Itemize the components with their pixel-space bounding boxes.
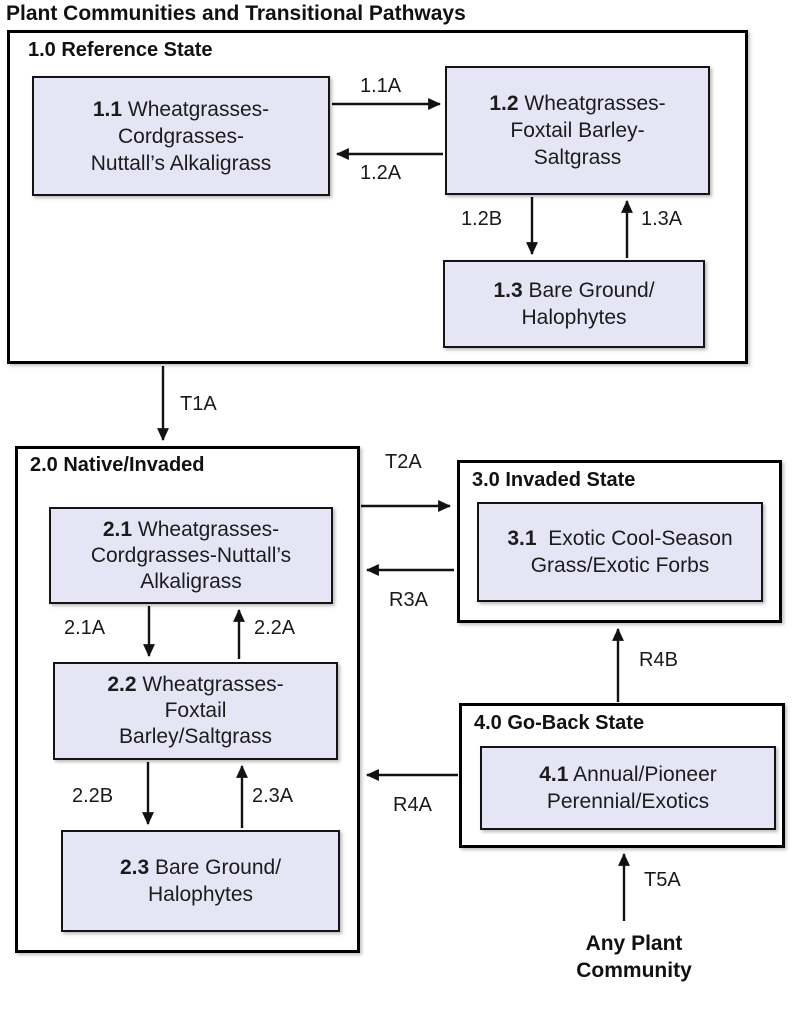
community-line: Nuttall’s Alkaligrass bbox=[90, 151, 272, 175]
community-line: 2.2 Wheatgrasses- bbox=[55, 672, 336, 698]
pathway-label-T1A: T1A bbox=[180, 393, 217, 415]
community-line: Alkaligrass bbox=[140, 569, 242, 593]
community-id: 1.1 bbox=[92, 97, 123, 121]
community-text: Bare Ground/ bbox=[149, 856, 282, 879]
pathway-label-2-2B: 2.2B bbox=[72, 785, 114, 807]
community-text: Wheatgrasses- bbox=[136, 673, 284, 696]
community-text: Exotic Cool-Season bbox=[536, 527, 733, 550]
state-box-2-0-native-invaded: 2.0 Native/Invaded 2.1 Wheatgrasses- Cor… bbox=[15, 446, 360, 953]
any-plant-line1: Any Plant bbox=[585, 932, 683, 955]
state-box-4-0-go-back-state: 4.0 Go-Back State 4.1 Annual/Pioneer Per… bbox=[459, 703, 785, 848]
community-box-2-3: 2.3 Bare Ground/ Halophytes bbox=[61, 830, 340, 932]
diagram-title: Plant Communities and Transitional Pathw… bbox=[6, 2, 466, 25]
any-plant-community-label: Any Plant Community bbox=[558, 930, 710, 984]
any-plant-line2: Community bbox=[576, 959, 692, 982]
community-box-1-3: 1.3 Bare Ground/ Halophytes bbox=[443, 260, 705, 348]
community-text: Bare Ground/ bbox=[522, 279, 655, 302]
community-line: Halophytes bbox=[521, 306, 627, 329]
state-box-3-0-invaded-state: 3.0 Invaded State 3.1 Exotic Cool-Season… bbox=[457, 460, 782, 623]
community-line: Halophytes bbox=[147, 883, 254, 906]
community-box-4-1: 4.1 Annual/Pioneer Perennial/Exotics bbox=[480, 746, 776, 830]
community-box-1-2: 1.2 Wheatgrasses- Foxtail Barley- Saltgr… bbox=[445, 66, 710, 195]
state-heading-4-0: 4.0 Go-Back State bbox=[474, 712, 645, 734]
community-line: 3.1 Exotic Cool-Season bbox=[479, 525, 761, 552]
community-line: Foxtail bbox=[164, 699, 227, 722]
state-heading-2-0: 2.0 Native/Invaded bbox=[30, 454, 205, 476]
community-line: Cordgrasses- bbox=[117, 124, 245, 148]
state-box-1-0-reference-state: 1.0 Reference State 1.1 Wheatgrasses- Co… bbox=[7, 30, 748, 364]
pathway-label-2-1A: 2.1A bbox=[64, 617, 106, 639]
community-id: 1.3 bbox=[493, 279, 523, 302]
community-line: Perennial/Exotics bbox=[546, 790, 710, 813]
community-line: Grass/Exotic Forbs bbox=[530, 554, 710, 577]
community-line: Saltgrass bbox=[533, 146, 622, 169]
pathway-label-1-3A: 1.3A bbox=[641, 208, 683, 230]
pathway-label-2-2A: 2.2A bbox=[254, 617, 296, 639]
community-text: Wheatgrasses- bbox=[132, 517, 280, 541]
pathway-label-R3A: R3A bbox=[389, 589, 428, 611]
pathway-label-1-1A: 1.1A bbox=[360, 75, 402, 97]
community-line: 4.1 Annual/Pioneer bbox=[482, 761, 774, 788]
community-box-2-2: 2.2 Wheatgrasses- Foxtail Barley/Saltgra… bbox=[53, 662, 338, 760]
pathway-label-1-2B: 1.2B bbox=[461, 208, 503, 230]
pathway-label-T2A: T2A bbox=[385, 451, 422, 473]
pathway-label-R4B: R4B bbox=[639, 649, 678, 671]
community-box-3-1: 3.1 Exotic Cool-Season Grass/Exotic Forb… bbox=[477, 502, 763, 602]
pathway-label-T5A: T5A bbox=[644, 869, 681, 891]
community-text: Wheatgrasses- bbox=[518, 92, 666, 115]
pathway-label-R4A: R4A bbox=[393, 794, 432, 816]
community-id: 3.1 bbox=[507, 527, 537, 550]
pathway-label-2-3A: 2.3A bbox=[252, 785, 294, 807]
community-text: Wheatgrasses- bbox=[122, 97, 270, 121]
community-text: Annual/Pioneer bbox=[568, 763, 717, 786]
community-id: 2.1 bbox=[102, 517, 133, 541]
community-line: Foxtail Barley- bbox=[510, 119, 645, 142]
community-line: Barley/Saltgrass bbox=[119, 725, 272, 748]
community-id: 2.2 bbox=[107, 673, 137, 696]
community-line: 1.3 Bare Ground/ bbox=[445, 277, 703, 304]
community-line: 1.2 Wheatgrasses- bbox=[447, 90, 708, 117]
community-line: Cordgrasses-Nuttall’s bbox=[90, 543, 292, 567]
community-id: 1.2 bbox=[489, 92, 519, 115]
community-id: 4.1 bbox=[539, 763, 569, 786]
community-box-2-1: 2.1 Wheatgrasses- Cordgrasses-Nuttall’s … bbox=[49, 507, 333, 604]
state-heading-1-0: 1.0 Reference State bbox=[28, 39, 213, 61]
community-id: 2.3 bbox=[119, 856, 150, 879]
community-line: 2.1 Wheatgrasses- bbox=[51, 517, 331, 543]
pathway-label-1-2A: 1.2A bbox=[360, 162, 402, 184]
community-line: 2.3 Bare Ground/ bbox=[63, 854, 338, 881]
community-line: 1.1 Wheatgrasses- bbox=[34, 96, 328, 123]
community-box-1-1: 1.1 Wheatgrasses- Cordgrasses- Nuttall’s… bbox=[32, 76, 330, 196]
state-heading-3-0: 3.0 Invaded State bbox=[472, 469, 636, 491]
